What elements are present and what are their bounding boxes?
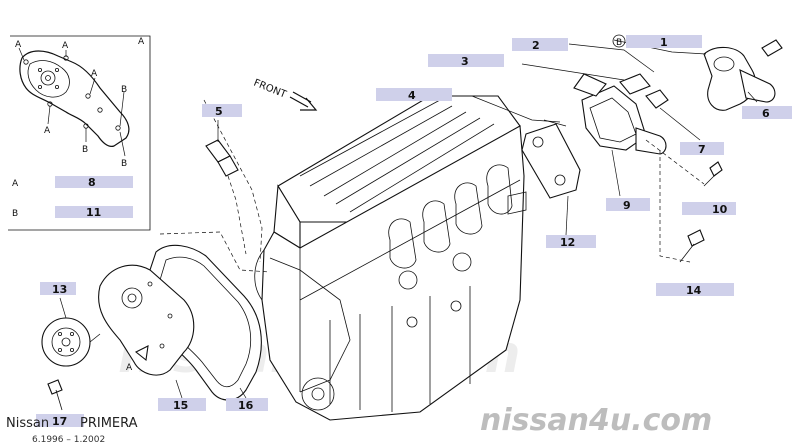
callout-2: 2 — [532, 39, 540, 52]
inset-marker-a-1: A — [15, 40, 22, 50]
callout-13: 13 — [52, 283, 67, 296]
callout-10-highlight — [682, 202, 736, 215]
callout-10: 10 — [712, 203, 728, 216]
temperature-sensor — [205, 139, 239, 177]
pump-marker-a: A — [126, 363, 133, 373]
callout-12: 12 — [560, 236, 575, 249]
outlet-gasket — [521, 123, 581, 199]
inset-corner-a: A — [138, 37, 145, 47]
inset-marker-b-1: B — [121, 85, 127, 95]
callout-14-highlight — [656, 283, 734, 296]
water-outlet-assembly — [521, 39, 783, 263]
callout-17: 17 — [52, 415, 67, 428]
callout-14: 14 — [686, 284, 702, 297]
callout-16: 16 — [238, 399, 254, 412]
footer: Nissan PRIMERA 6.1996 – 1.2002 nissan4u.… — [6, 403, 712, 445]
engine-block — [254, 95, 527, 421]
callout-5: 5 — [215, 105, 223, 118]
model-label: PRIMERA — [80, 416, 138, 431]
callout-15: 15 — [173, 399, 188, 412]
callout-7: 7 — [698, 143, 706, 156]
legend-part-11-highlight — [55, 206, 133, 218]
callout-4: 4 — [408, 89, 416, 102]
legend-part-11: 11 — [86, 206, 101, 219]
callout-1-highlight — [626, 35, 702, 48]
legend-marker-b: B — [12, 209, 18, 219]
legend-part-8: 8 — [88, 176, 96, 189]
inset-panel: A A A B A B B A A 8 B 11 — [8, 35, 151, 231]
callout-1: 1 — [660, 36, 668, 49]
callout-16-highlight — [226, 398, 268, 411]
callout-1-bolt-marker: B — [616, 38, 622, 48]
callout-15-highlight — [158, 398, 206, 411]
inset-marker-a-4: A — [44, 126, 51, 136]
callout-5-highlight — [202, 104, 242, 117]
brand-label: Nissan — [6, 416, 49, 431]
outlet-pipe — [635, 127, 667, 155]
legend-marker-a: A — [12, 179, 19, 189]
callout-labels: 1 B 2 3 4 5 6 7 9 10 12 13 14 15 16 17 — [36, 34, 792, 428]
watermark-small: nissan4u.com — [480, 403, 712, 438]
leader-lines — [59, 39, 758, 399]
callout-3-highlight — [428, 54, 504, 67]
legend-part-8-highlight — [55, 176, 133, 188]
callout-9: 9 — [623, 199, 631, 212]
callout-4-highlight — [376, 88, 452, 101]
inset-marker-a-3: A — [91, 69, 98, 79]
callout-2-highlight — [512, 38, 568, 51]
callout-9-highlight — [606, 198, 650, 211]
front-indicator: FRONT — [252, 78, 318, 111]
water-pump-pulley — [41, 317, 91, 367]
callout-3: 3 — [461, 55, 469, 68]
callout-6-highlight — [742, 106, 792, 119]
callout-6: 6 — [762, 107, 770, 120]
callout-1-bolt-marker-ring — [612, 34, 626, 48]
callout-13-highlight — [40, 282, 76, 295]
inset-pump-housing — [19, 50, 130, 147]
callout-7-highlight — [680, 142, 724, 155]
inset-marker-a-2: A — [62, 41, 69, 51]
water-pump: A — [41, 264, 195, 411]
callout-12-highlight — [546, 235, 596, 248]
inset-marker-b-3: B — [121, 159, 127, 169]
callout-17-highlight — [36, 414, 84, 427]
inset-marker-b-2: B — [82, 145, 88, 155]
date-range: 6.1996 – 1.2002 — [32, 435, 105, 445]
front-label: FRONT — [252, 78, 289, 101]
